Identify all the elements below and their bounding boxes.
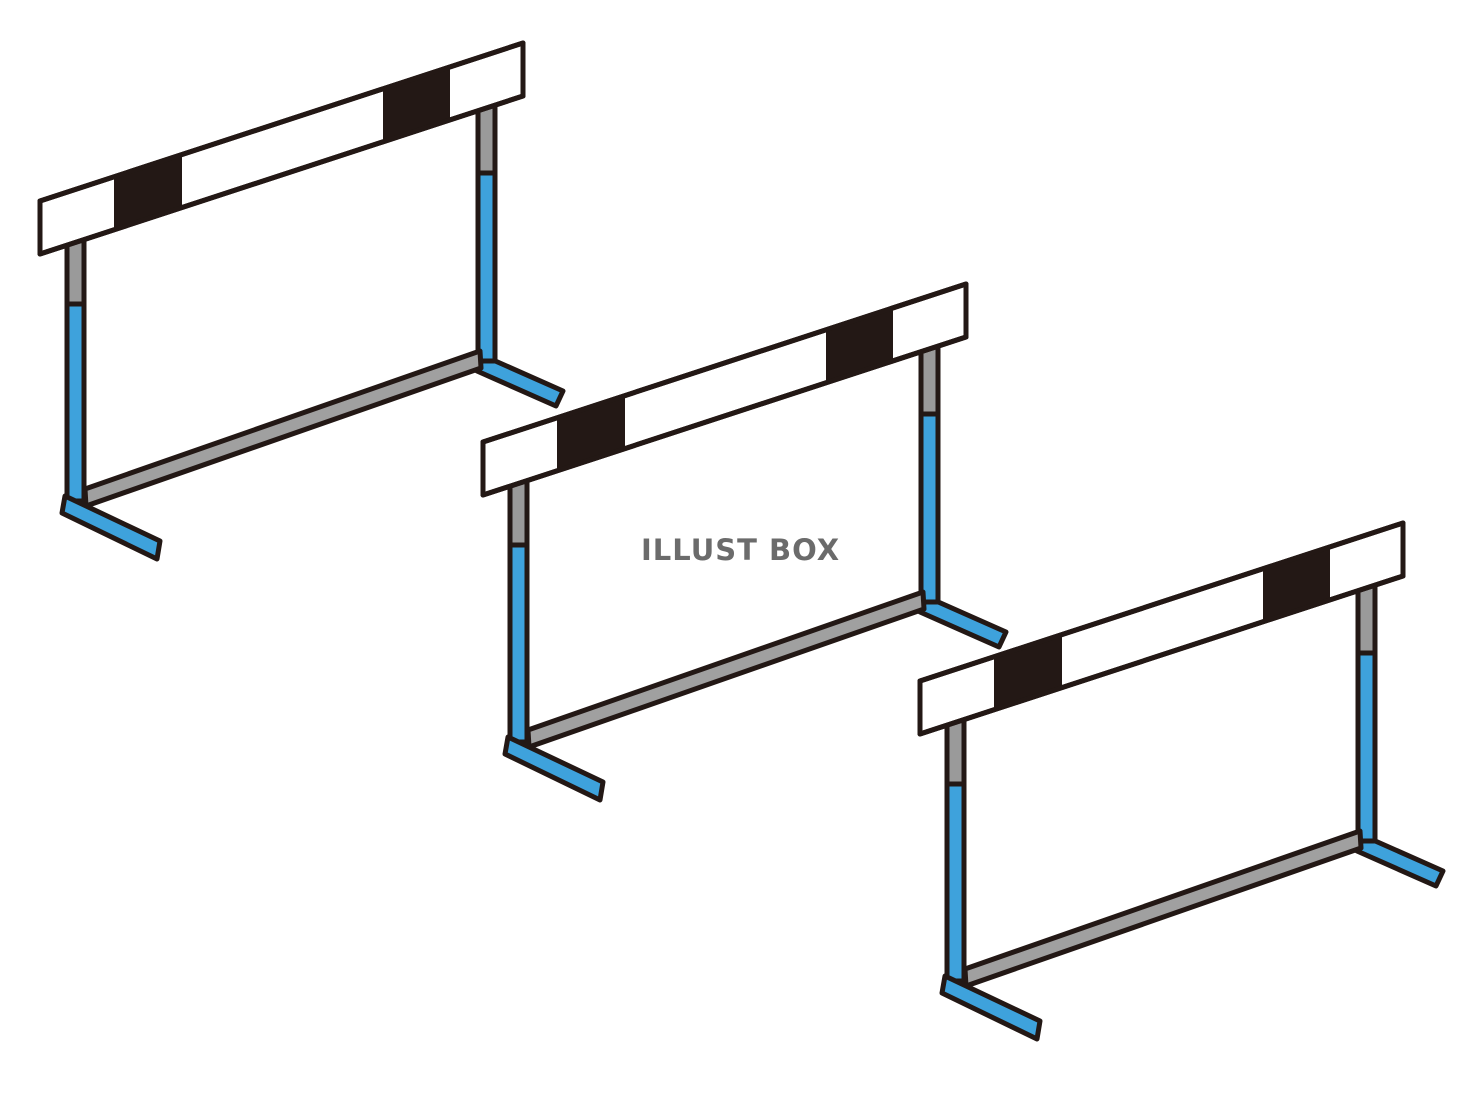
- watermark-text: ILLUST BOX: [641, 533, 841, 567]
- hurdle-3: [920, 523, 1443, 1039]
